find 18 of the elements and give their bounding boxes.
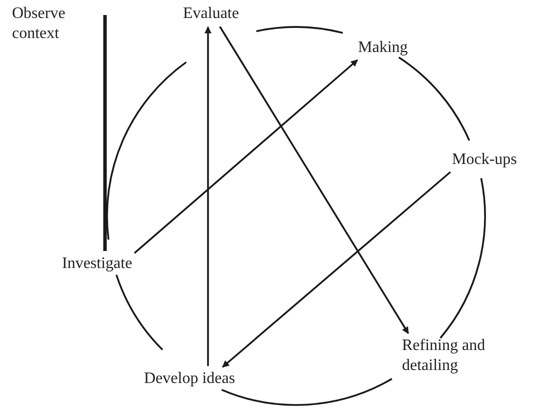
arrow <box>204 26 212 366</box>
arrow <box>134 59 358 254</box>
cycle-arc <box>116 274 164 350</box>
stage-label: Investigate <box>62 254 162 274</box>
cycle-arc <box>398 56 470 141</box>
connector-line <box>103 15 107 251</box>
stage-label: Making <box>358 38 430 58</box>
cycle-arc <box>221 378 392 406</box>
stage-label: Develop ideas <box>144 369 272 389</box>
stage-label: Observe context <box>12 4 97 44</box>
stage-label: Mock-ups <box>452 150 544 170</box>
stage-label: Evaluate <box>183 4 261 24</box>
arrow <box>222 171 451 368</box>
stage-label: Refining and detailing <box>402 336 512 376</box>
cycle-arc <box>256 26 343 34</box>
cycle-arc <box>106 62 187 240</box>
cycle-arc <box>440 178 486 339</box>
arrow <box>219 26 410 334</box>
